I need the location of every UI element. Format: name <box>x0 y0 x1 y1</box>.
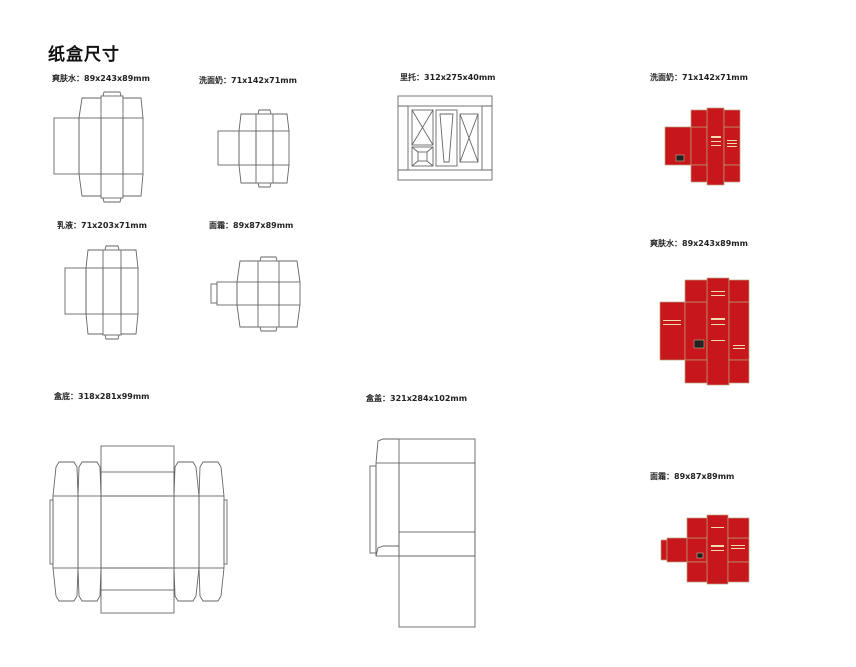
cleanser-dieline <box>217 109 290 188</box>
cream-printed-box <box>660 514 750 585</box>
label-cleanser-dieline: 洗面奶：71x142x71mm <box>199 76 297 85</box>
box-lid-dieline <box>369 438 476 628</box>
cream-dieline <box>210 256 301 332</box>
toner-dieline <box>53 91 144 203</box>
cleanser-printed-box <box>664 107 741 186</box>
box-bottom-dieline <box>49 445 228 614</box>
label-toner-dieline: 爽肤水：89x243x89mm <box>52 74 150 83</box>
lotion-dieline <box>64 245 139 340</box>
label-box-lid: 盒盖：321x284x102mm <box>366 394 468 403</box>
label-lotion-dieline: 乳液：71x203x71mm <box>57 221 147 230</box>
toner-printed-box <box>659 277 750 386</box>
tray-dieline <box>397 95 493 181</box>
label-tray: 里托：312x275x40mm <box>400 73 496 82</box>
label-toner-printed: 爽肤水：89x243x89mm <box>650 239 748 248</box>
label-box-bottom: 盒底：318x281x99mm <box>54 392 150 401</box>
label-cleanser-printed: 洗面奶：71x142x71mm <box>650 73 748 82</box>
label-cream-printed: 面霜：89x87x89mm <box>650 472 735 481</box>
label-cream-dieline: 面霜：89x87x89mm <box>209 221 294 230</box>
page-title: 纸盒尺寸 <box>48 45 120 65</box>
